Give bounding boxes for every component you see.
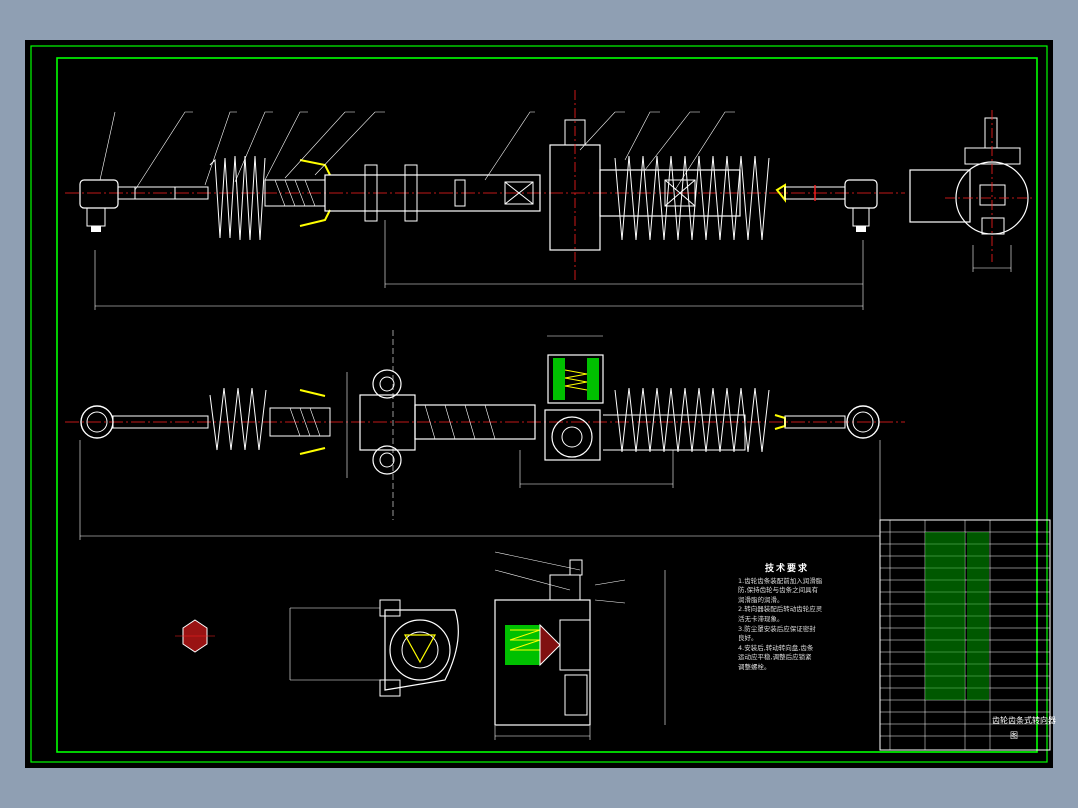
- technical-requirement-line: 活无卡滞现象。: [738, 614, 784, 623]
- technical-requirements: 技术要求 1.齿轮齿条装配前加入润滑脂 防,保持齿轮与齿条之间具有 润滑脂的润滑…: [738, 564, 836, 695]
- technical-requirement-line: 良好。: [738, 634, 758, 643]
- title-block-name: 齿轮齿条式转向器: [992, 716, 1056, 725]
- technical-requirement-line: 2.转向器装配后转动齿轮应灵: [738, 605, 823, 614]
- technical-requirements-title: 技术要求: [764, 564, 809, 574]
- top-view: [65, 330, 905, 540]
- cad-drawing-viewport[interactable]: 技术要求 1.齿轮齿条装配前加入润滑脂 防,保持齿轮与齿条之间具有 润滑脂的润滑…: [25, 40, 1056, 768]
- outer-border: [30, 45, 1048, 763]
- cad-drawing-canvas: [30, 45, 1051, 763]
- technical-requirement-line: 运动应平稳,调整后应锁紧: [738, 653, 812, 662]
- technical-requirement-line: 调整螺栓。: [738, 662, 771, 671]
- technical-requirement-line: 4.安装后,转动转向盘,齿条: [738, 643, 814, 652]
- inner-frame: [56, 57, 1038, 753]
- technical-requirement-line: 防,保持齿轮与齿条之间具有: [738, 586, 819, 595]
- section-views: [175, 519, 1051, 751]
- technical-requirement-line: 1.齿轮齿条装配前加入润滑脂: [738, 576, 823, 585]
- title-block-sub: 图: [1010, 731, 1018, 740]
- technical-requirement-line: 3.防尘罩安装后应保证密封: [738, 624, 816, 633]
- technical-requirement-line: 润滑脂的润滑。: [738, 595, 784, 604]
- front-view: [65, 90, 1035, 310]
